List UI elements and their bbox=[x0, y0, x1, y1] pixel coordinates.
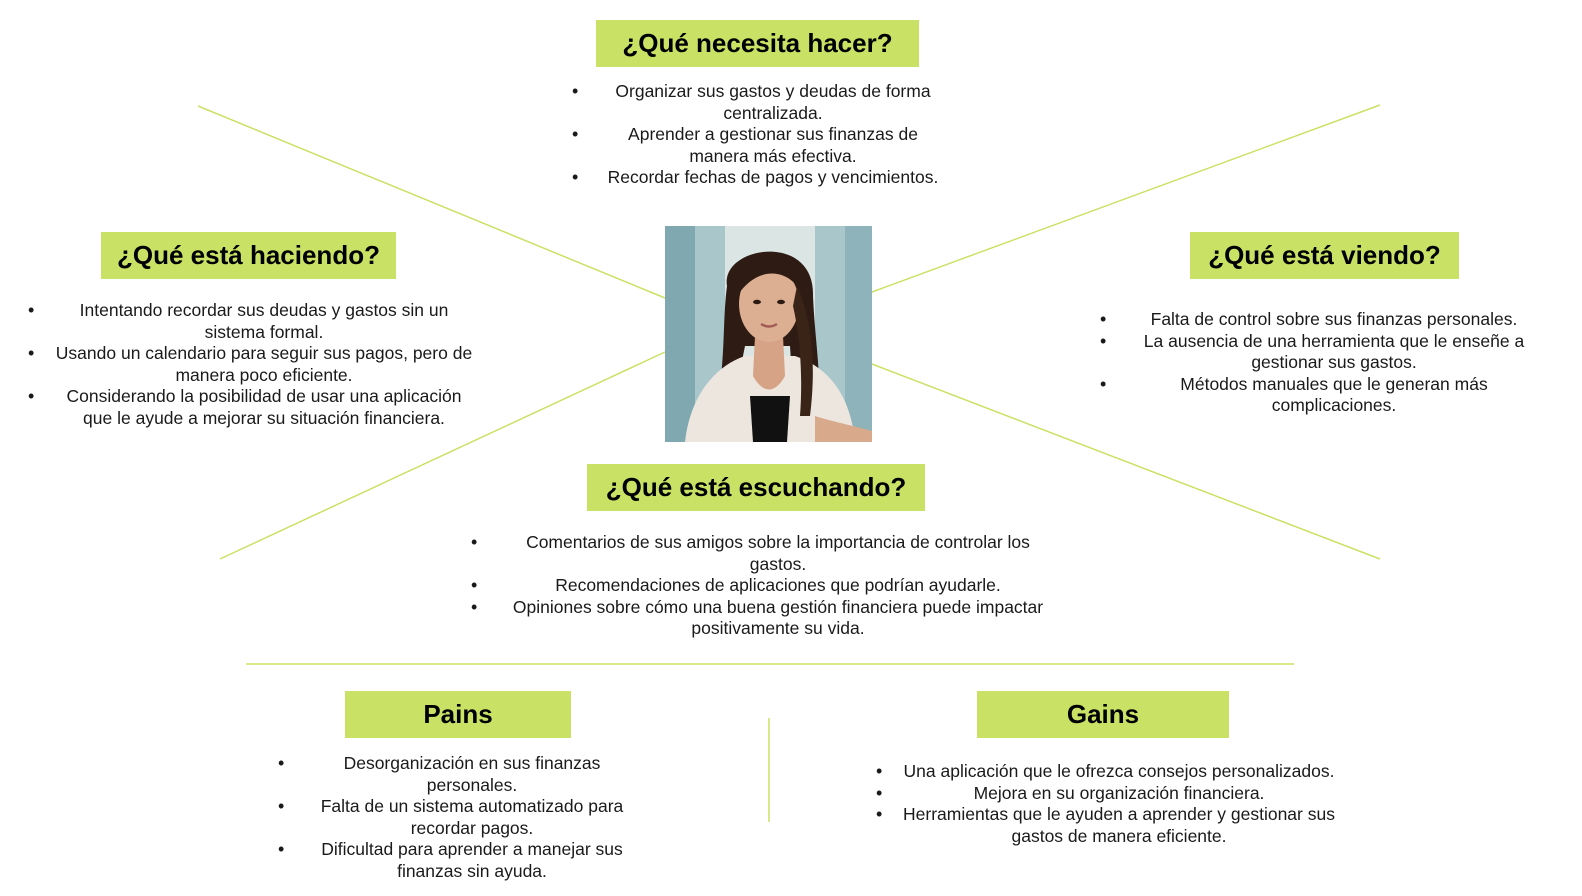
list-item: Una aplicación que le ofrezca consejos p… bbox=[876, 761, 1336, 783]
heading-necesita: ¿Qué necesita hacer? bbox=[596, 20, 919, 67]
list-item: Opiniones sobre cómo una buena gestión f… bbox=[471, 597, 1059, 640]
list-item: Recomendaciones de aplicaciones que podr… bbox=[471, 575, 1059, 597]
avatar bbox=[665, 226, 872, 442]
line-top-right bbox=[871, 104, 1381, 293]
heading-escuchando: ¿Qué está escuchando? bbox=[587, 464, 925, 511]
person-photo-icon bbox=[665, 226, 872, 442]
line-bottom-left bbox=[219, 351, 666, 560]
heading-gains: Gains bbox=[977, 691, 1229, 738]
list-item: Desorganización en sus finanzas personal… bbox=[278, 753, 640, 796]
list-necesita: Organizar sus gastos y deudas de forma c… bbox=[572, 81, 948, 189]
list-item: Aprender a gestionar sus finanzas de man… bbox=[572, 124, 948, 167]
list-item: Usando un calendario para seguir sus pag… bbox=[28, 343, 474, 386]
line-top-left bbox=[197, 105, 666, 299]
list-item: Dificultad para aprender a manejar sus f… bbox=[278, 839, 640, 882]
heading-pains: Pains bbox=[345, 691, 571, 738]
list-item: La ausencia de una herramienta que le en… bbox=[1100, 331, 1542, 374]
list-item: Mejora en su organización financiera. bbox=[876, 783, 1336, 805]
heading-haciendo: ¿Qué está haciendo? bbox=[101, 232, 396, 279]
list-item: Herramientas que le ayuden a aprender y … bbox=[876, 804, 1336, 847]
line-bottom-right bbox=[871, 363, 1381, 560]
list-item: Métodos manuales que le generan más comp… bbox=[1100, 374, 1542, 417]
list-item: Organizar sus gastos y deudas de forma c… bbox=[572, 81, 948, 124]
list-item: Falta de control sobre sus finanzas pers… bbox=[1100, 309, 1542, 331]
list-item: Intentando recordar sus deudas y gastos … bbox=[28, 300, 474, 343]
list-haciendo: Intentando recordar sus deudas y gastos … bbox=[28, 300, 474, 429]
list-item: Recordar fechas de pagos y vencimientos. bbox=[572, 167, 948, 189]
list-item: Comentarios de sus amigos sobre la impor… bbox=[471, 532, 1059, 575]
heading-viendo: ¿Qué está viendo? bbox=[1190, 232, 1459, 279]
list-pains: Desorganización en sus finanzas personal… bbox=[278, 753, 640, 882]
list-viendo: Falta de control sobre sus finanzas pers… bbox=[1100, 309, 1542, 417]
list-gains: Una aplicación que le ofrezca consejos p… bbox=[876, 761, 1336, 847]
list-item: Considerando la posibilidad de usar una … bbox=[28, 386, 474, 429]
list-item: Falta de un sistema automatizado para re… bbox=[278, 796, 640, 839]
list-escuchando: Comentarios de sus amigos sobre la impor… bbox=[471, 532, 1059, 640]
